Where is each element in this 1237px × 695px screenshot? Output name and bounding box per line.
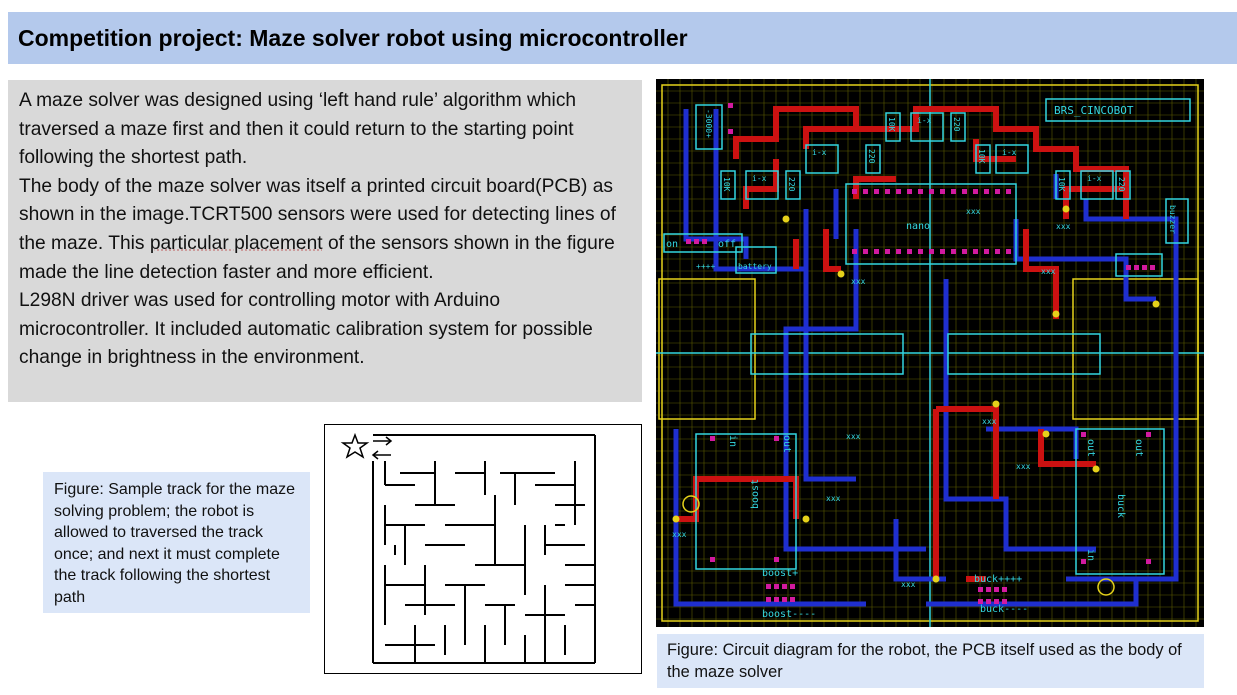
maze-caption-box: Figure: Sample track for the maze solvin… xyxy=(43,472,310,613)
pcb-xx-1: xxx xyxy=(846,432,861,441)
pcb-xx-3: xxx xyxy=(901,580,916,589)
pcb-label-r2: 220 xyxy=(787,177,796,192)
pcb-label-buck-plus: buck++++ xyxy=(974,574,1022,585)
pcb-label-buck-minus: buck---- xyxy=(980,604,1028,615)
pcb-label-boost-plus: boost+ xyxy=(762,568,798,579)
cyan-components xyxy=(663,98,1191,575)
pcb-label-sensor-3: i-x xyxy=(917,116,932,125)
pcb-text-labels: BRS_CINCOBOT nano on off battery ++++ bo… xyxy=(666,104,1177,620)
pcb-label-r1: 10K xyxy=(722,177,731,192)
left-wheel-outline xyxy=(658,278,756,420)
pcb-label-buzzer: buzzer xyxy=(1168,205,1177,234)
pcb-label-plus: ++++ xyxy=(696,262,715,271)
pcb-label-out-buck-2: out xyxy=(1133,439,1144,457)
description-underlined-phrase: particular placement xyxy=(149,232,323,254)
page-title: Competition project: Maze solver robot u… xyxy=(18,25,688,51)
pcb-label-boost: boost xyxy=(750,479,761,509)
pcb-label-r8: 220 xyxy=(1117,177,1126,192)
title-bar: Competition project: Maze solver robot u… xyxy=(8,12,1237,64)
pcb-xx-7: xxx xyxy=(851,277,866,286)
pcb-label-r6: 10K xyxy=(977,149,986,164)
description-paragraph-3: L298N driver was used for controlling mo… xyxy=(19,290,593,369)
arrow-right-icon xyxy=(373,436,393,446)
maze-caption: Figure: Sample track for the maze solvin… xyxy=(54,481,295,606)
pcb-pads xyxy=(686,103,1155,604)
pcb-xx-2: xxx xyxy=(826,494,841,503)
pcb-label-out-boost: out xyxy=(781,435,792,453)
pcb-xx-8: xxx xyxy=(1056,222,1071,231)
maze-drawing xyxy=(340,432,596,664)
pcb-label-in-buck: in xyxy=(1085,549,1096,561)
pcb-caption: Figure: Circuit diagram for the robot, t… xyxy=(667,641,1182,681)
pcb-label-sensor-5: i-x xyxy=(1087,174,1102,183)
pcb-label-nano: nano xyxy=(906,221,930,232)
star-icon xyxy=(340,432,370,459)
maze-walls xyxy=(372,434,596,664)
vias xyxy=(672,205,1160,596)
description-box: A maze solver was designed using ‘left h… xyxy=(8,80,642,402)
pcb-label-sensor-1: i-x xyxy=(752,174,767,183)
pcb-label-in-boost: in xyxy=(727,435,738,447)
pcb-xx-4: xxx xyxy=(1016,462,1031,471)
pcb-caption-box: Figure: Circuit diagram for the robot, t… xyxy=(657,634,1204,688)
pcb-label-on: on xyxy=(666,239,678,250)
pcb-label-buck: buck xyxy=(1115,494,1126,518)
maze-figure xyxy=(324,424,642,674)
blue-traces xyxy=(673,109,1179,607)
pcb-label-sensor-2: i-x xyxy=(812,148,827,157)
pcb-label-sensor-4: i-x xyxy=(1002,148,1017,157)
right-wheel-outline xyxy=(1072,278,1199,420)
pcb-label-r7: 10K xyxy=(1057,177,1066,192)
pcb-label-r4: 10K xyxy=(887,117,896,132)
description-paragraph-2a: The body of the maze solver was itself a… xyxy=(19,175,616,254)
description-paragraph-2b: of the sensors shown in the figure made … xyxy=(19,232,615,283)
pcb-label-battery: battery xyxy=(738,262,772,271)
pcb-label-r5: 220 xyxy=(952,117,961,132)
pcb-board-name: BRS_CINCOBOT xyxy=(1054,104,1134,117)
pcb-drawing: BRS_CINCOBOT nano on off battery ++++ bo… xyxy=(656,79,1204,627)
description-paragraph-1: A maze solver was designed using ‘left h… xyxy=(19,90,577,169)
arrow-left-icon xyxy=(371,450,391,460)
pcb-label-out-buck: out xyxy=(1085,439,1096,457)
pcb-label-header: -3000+ xyxy=(704,109,713,138)
pcb-xx-5: xxx xyxy=(982,417,997,426)
description-text: A maze solver was designed using ‘left h… xyxy=(19,87,634,373)
pcb-xx-10: xxx xyxy=(966,207,981,216)
pcb-label-r3: 220 xyxy=(867,149,876,164)
pcb-xx-9: xxx xyxy=(672,530,687,539)
pcb-label-boost-minus: boost---- xyxy=(762,609,816,620)
pcb-xx-6: xxx xyxy=(1041,267,1056,276)
pcb-figure: BRS_CINCOBOT nano on off battery ++++ bo… xyxy=(656,79,1204,627)
pcb-label-off: off xyxy=(718,239,736,250)
